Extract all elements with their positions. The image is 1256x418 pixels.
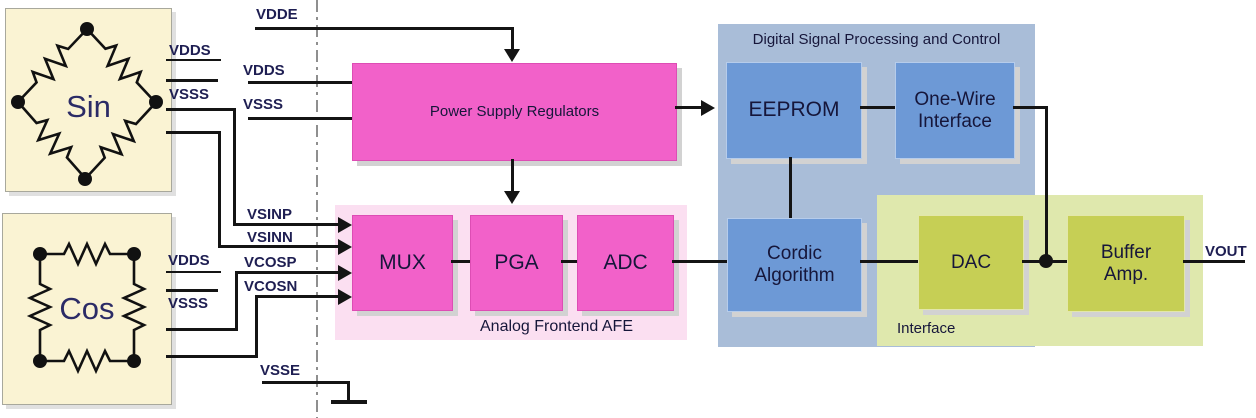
wire-cordic-dac: [860, 260, 918, 263]
arrowhead-vdde-down: [504, 49, 520, 62]
wire-vcosn-b: [255, 295, 258, 358]
mux-block: MUX: [352, 215, 453, 311]
wire-vsinp-a: [166, 108, 236, 111]
wire-eeprom-cordic: [789, 157, 792, 218]
one-wire-interface-block: One-Wire Interface: [895, 62, 1015, 159]
dac-block: DAC: [918, 215, 1024, 310]
wire-vdde-h: [255, 27, 513, 30]
junction-dot: [1039, 254, 1053, 268]
eeprom-block: EEPROM: [726, 62, 862, 159]
pin-label-vcosp: VCOSP: [244, 254, 297, 271]
buffer-amp-block: Buffer Amp.: [1067, 215, 1185, 312]
wire-onewire-down: [1045, 106, 1048, 262]
pin-label-vsse: VSSE: [260, 362, 301, 379]
interface-container-label: Interface: [897, 320, 956, 337]
cos-sensor-box: Cos: [2, 213, 172, 405]
pga-block: PGA: [470, 215, 563, 311]
wire-vsinn-b: [218, 131, 221, 248]
wire-pga-adc: [561, 260, 577, 263]
sin-sensor-box: Sin: [5, 8, 172, 192]
arrowhead-vcosn: [338, 289, 352, 305]
wire-vcosn-c: [255, 295, 340, 298]
wire-vcosp-c: [235, 271, 340, 274]
pin-label-vdds-sin: VDDS: [169, 42, 211, 59]
arrowhead-psr-dsp: [701, 100, 715, 116]
wire-psr-to-dsp: [675, 106, 702, 109]
cordic-algorithm-block: Cordic Algorithm: [727, 218, 862, 312]
pin-label-vsss-cos: VSSS: [168, 295, 209, 312]
power-supply-regulators-block: Power Supply Regulators: [352, 63, 677, 161]
analog-frontend-label: Analog Frontend AFE: [480, 318, 633, 335]
pin-label-vsinp: VSINP: [247, 206, 293, 223]
pin-label-vdde: VDDE: [256, 6, 298, 23]
arrowhead-vcosp: [338, 265, 352, 281]
wire-cos-vdds-stub: [166, 271, 221, 273]
ground-icon: [331, 400, 367, 404]
pin-label-vsss-sin: VSSS: [169, 86, 210, 103]
sin-label: Sin: [66, 89, 111, 124]
chip-boundary-line: [316, 0, 318, 418]
adc-block: ADC: [577, 215, 674, 311]
wire-vsinp-b: [233, 108, 236, 226]
wire-vcosn-a: [166, 355, 258, 358]
wire-vsinp-c: [233, 223, 340, 226]
arrowhead-vsinp: [338, 217, 352, 233]
wire-vsse-v: [347, 381, 350, 402]
wire-vsinn-c: [218, 245, 340, 248]
wire-vdde-v: [511, 27, 514, 50]
wire-onewire-right: [1013, 106, 1048, 109]
wire-vsss-chip: [248, 117, 352, 120]
pin-label-vcosn: VCOSN: [244, 278, 298, 295]
wire-vcosp-b: [235, 271, 238, 331]
wire-sin-vdds-stub: [166, 59, 221, 61]
wire-adc-cordic: [672, 260, 727, 263]
arrowhead-vsinn: [338, 239, 352, 255]
wire-vcosp-a: [166, 328, 238, 331]
dsp-container-label: Digital Signal Processing and Control: [752, 31, 1001, 48]
cos-bridge-icon: [26, 240, 148, 375]
pin-label-vout: VOUT: [1205, 243, 1247, 260]
wire-eeprom-onewire: [860, 106, 895, 109]
wire-vdds-chip: [248, 81, 352, 84]
pin-label-vsss-chip: VSSS: [243, 96, 284, 113]
wire-vsse-h: [262, 381, 350, 384]
cos-label: Cos: [59, 291, 115, 326]
wire-psr-down: [511, 159, 514, 192]
pin-label-vdds-chip: VDDS: [243, 62, 285, 79]
wire-cos-vsss-stub: [166, 289, 218, 292]
wire-mux-pga: [451, 260, 470, 263]
arrowhead-psr-down: [504, 191, 520, 204]
wire-buffer-vout: [1183, 260, 1245, 263]
sin-bridge-icon: [11, 22, 163, 186]
pin-label-vsinn: VSINN: [247, 229, 293, 246]
wire-vsinn-a: [166, 131, 221, 134]
pin-label-vdds-cos: VDDS: [168, 252, 210, 269]
wire-sin-vsss-stub: [166, 79, 218, 82]
